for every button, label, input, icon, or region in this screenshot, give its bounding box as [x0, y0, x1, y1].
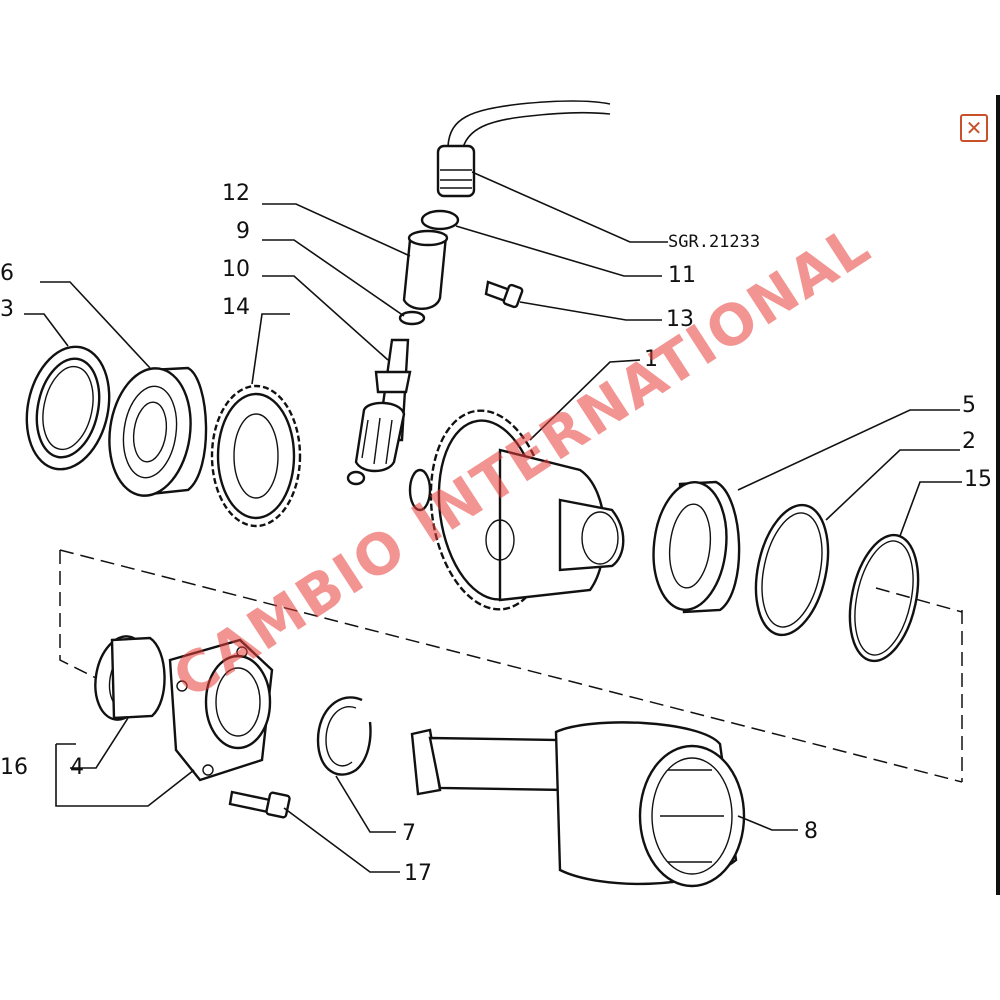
callout-10: 10 [222, 257, 250, 282]
part-5-bearing [652, 480, 741, 614]
speedometer-cable [436, 100, 611, 198]
part-8-cv-joint [410, 721, 746, 888]
part-15-oring [848, 533, 920, 663]
callout-labels: 12 9 10 14 6 3 SGR.21233 11 13 1 5 2 15 … [0, 181, 992, 886]
callout-16: 16 [0, 755, 28, 780]
callout-2: 2 [962, 429, 976, 454]
part-1-differential [408, 409, 625, 611]
callout-12: 12 [222, 181, 250, 206]
part-12-sleeve [402, 229, 449, 310]
assembly-dashed-outline [59, 549, 963, 783]
part-9-oring [398, 310, 426, 326]
part-3-oil-seal [25, 345, 111, 471]
callout-7: 7 [402, 821, 416, 846]
part-10-pinion-shaft [346, 338, 412, 486]
right-edge-border [996, 95, 1000, 895]
part-16-flange-housing [168, 638, 274, 782]
part-4-seal [94, 635, 166, 721]
close-icon: ✕ [965, 116, 983, 140]
leader-lines [24, 171, 962, 873]
callout-13: 13 [666, 307, 694, 332]
callout-4: 4 [70, 755, 84, 780]
part-6-bearing [108, 366, 208, 497]
callout-11: 11 [668, 263, 696, 288]
close-button[interactable]: ✕ [960, 114, 988, 142]
part-14-crown-gear [210, 384, 302, 528]
callout-3: 3 [0, 297, 14, 322]
callout-6: 6 [0, 261, 14, 286]
callout-1: 1 [644, 347, 658, 372]
callout-5: 5 [962, 393, 976, 418]
callout-8: 8 [804, 819, 818, 844]
part-2-shim-ring [754, 503, 830, 637]
callout-9: 9 [236, 219, 250, 244]
part-11-seal [420, 209, 460, 231]
part-13-screw [484, 280, 524, 309]
part-17-screw [228, 790, 291, 819]
reference-code: SGR.21233 [668, 232, 760, 252]
callout-17: 17 [404, 861, 432, 886]
part-7-circlip [316, 696, 372, 776]
callout-15: 15 [964, 467, 992, 492]
callout-14: 14 [222, 295, 250, 320]
